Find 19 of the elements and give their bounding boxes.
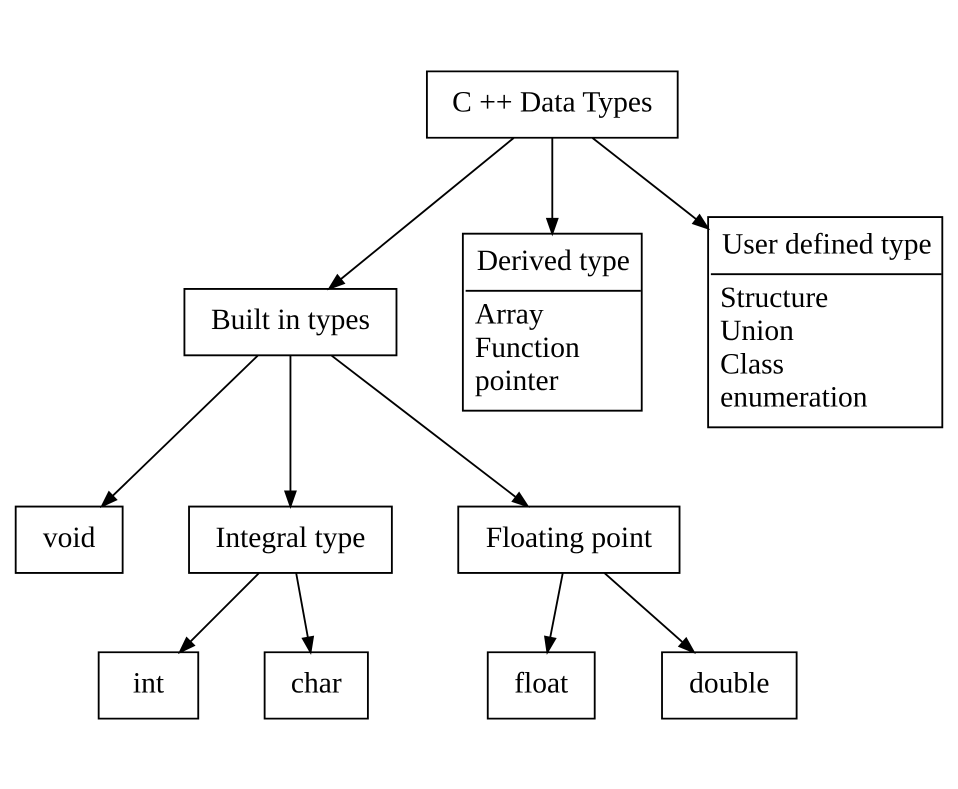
node-box: void — [14, 505, 124, 574]
arrow — [284, 355, 297, 508]
node-box: Integral type — [188, 505, 393, 574]
arrow — [546, 137, 559, 236]
arrow — [100, 354, 258, 508]
node-box: Built in types — [184, 288, 398, 356]
node-box: float — [486, 650, 596, 720]
arrow — [327, 136, 514, 290]
arrow — [544, 572, 564, 654]
arrow — [330, 354, 530, 508]
node-box: C ++ Data Types — [426, 70, 679, 138]
arrow — [178, 572, 260, 654]
node-box: Floating point — [457, 505, 680, 574]
arrow — [592, 136, 710, 230]
arrow — [295, 572, 314, 654]
node-box: int — [98, 650, 200, 720]
node-box: double — [661, 650, 798, 720]
node-box: char — [264, 650, 369, 720]
arrow — [604, 572, 696, 654]
